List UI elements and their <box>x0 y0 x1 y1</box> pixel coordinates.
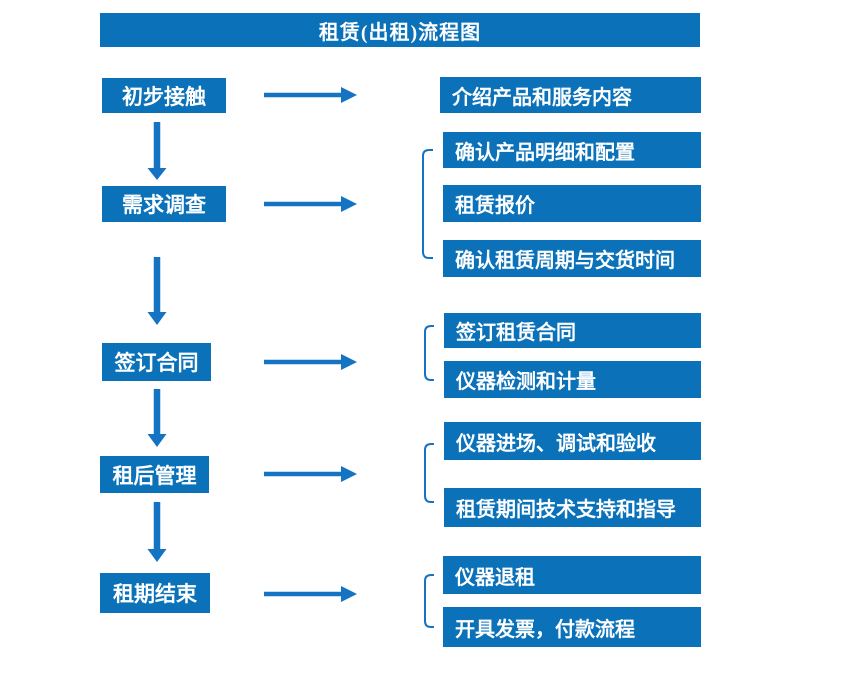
arrow-right-icon <box>264 196 357 212</box>
arrow-down-icon <box>147 122 167 180</box>
arrow-right-icon <box>264 586 357 602</box>
bracket-icon <box>424 574 434 628</box>
detail-box-rental-quote: 租赁报价 <box>443 185 701 222</box>
detail-box-introduce-products: 介绍产品和服务内容 <box>440 77 701 113</box>
step-box-initial-contact: 初步接触 <box>102 78 226 113</box>
step-box-demand-survey: 需求调查 <box>102 186 226 222</box>
detail-box-instrument-inspection: 仪器检测和计量 <box>444 361 701 398</box>
detail-box-sign-rental-contract: 签订租赁合同 <box>444 313 701 348</box>
detail-box-invoice-payment: 开具发票，付款流程 <box>443 607 701 647</box>
detail-box-confirm-rental-period: 确认租赁周期与交货时间 <box>443 240 701 277</box>
bracket-icon <box>424 325 434 381</box>
bracket-icon <box>424 443 434 503</box>
detail-box-confirm-product-details: 确认产品明细和配置 <box>443 132 701 168</box>
step-box-lease-end: 租期结束 <box>100 573 210 613</box>
detail-box-technical-support: 租赁期间技术支持和指导 <box>444 488 701 527</box>
arrow-right-icon <box>264 354 357 370</box>
detail-box-instrument-setup-acceptance: 仪器进场、调试和验收 <box>444 422 701 460</box>
arrow-right-icon <box>264 87 357 103</box>
detail-box-instrument-return: 仪器退租 <box>443 556 701 594</box>
arrow-down-icon <box>147 389 167 447</box>
step-box-sign-contract: 签订合同 <box>102 343 211 381</box>
step-box-post-rental-management: 租后管理 <box>100 456 209 493</box>
arrow-down-icon <box>147 502 167 562</box>
bracket-icon <box>422 149 433 259</box>
page-title: 租赁(出租)流程图 <box>100 13 700 47</box>
arrow-down-icon <box>147 257 167 325</box>
arrow-right-icon <box>264 466 357 482</box>
